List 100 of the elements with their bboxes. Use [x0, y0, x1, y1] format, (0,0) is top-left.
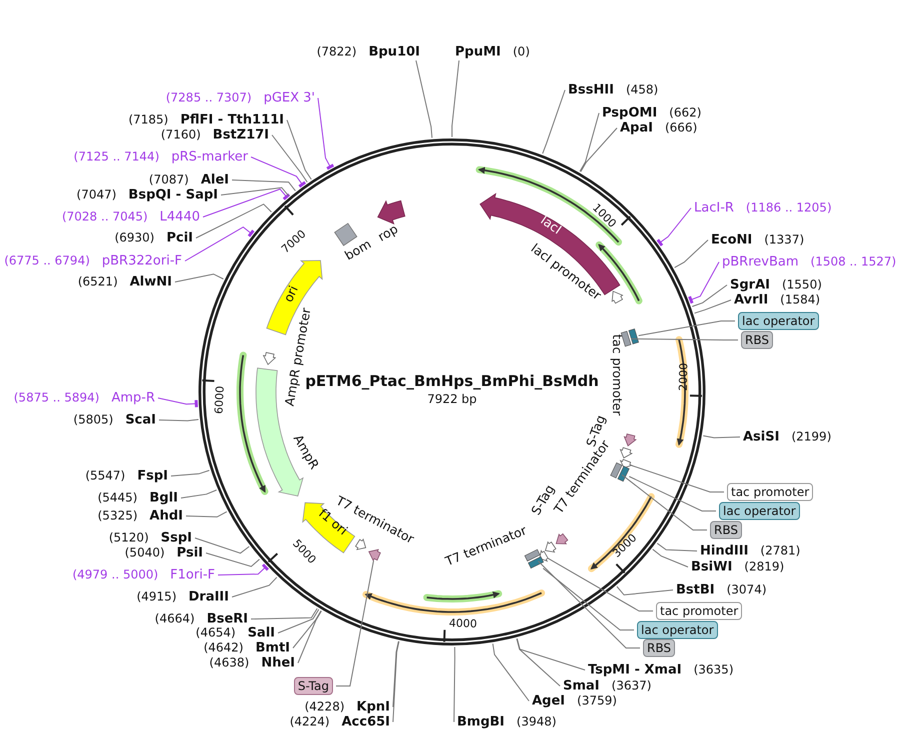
operator-tag: lac operator — [738, 312, 819, 330]
primer-name: LacI-R — [694, 202, 734, 216]
site-position: (0) — [512, 44, 530, 58]
operator-tag: lac operator — [719, 502, 800, 520]
leader-line — [580, 128, 618, 172]
site-position: (5040) — [124, 546, 165, 560]
scale-label: 2000 — [677, 362, 690, 392]
leader-line — [658, 208, 692, 244]
leader-line — [638, 320, 736, 336]
leader-line — [416, 60, 432, 138]
enzyme-name: AleI — [200, 174, 229, 188]
site-position: (662) — [669, 106, 702, 120]
enzyme-name: NheI — [261, 656, 295, 670]
enzyme-name: TspMI - XmaI — [588, 664, 682, 678]
enzyme-name: PflFI - Tth111I — [180, 114, 284, 128]
leader-line — [196, 204, 272, 238]
leader-line — [206, 552, 260, 568]
terminator-marker — [620, 447, 633, 458]
primer-range: (5875 .. 5894) — [14, 390, 100, 404]
primer-range: (7125 .. 7144) — [74, 150, 160, 164]
primer-range: (6775 .. 6794) — [4, 254, 90, 268]
site-position: (3759) — [577, 694, 617, 708]
leader-line — [186, 511, 228, 518]
binding-site-tag: RBS — [741, 331, 773, 349]
site-position: (5805) — [73, 412, 114, 426]
site-position: (7087) — [148, 172, 189, 186]
operator-icon — [628, 328, 639, 344]
leader-line — [689, 262, 720, 301]
enzyme-name: PciI — [166, 232, 193, 246]
leader-line — [170, 470, 210, 476]
enzyme-name: AlwNI — [130, 276, 172, 290]
enzyme-name: AsiSI — [743, 430, 780, 444]
leader-line — [298, 610, 322, 664]
site-position: (3637) — [612, 678, 652, 692]
enzyme-name: SmaI — [563, 680, 600, 694]
site-position: (4915) — [136, 590, 176, 604]
primer-name: pRS-marker — [171, 150, 248, 164]
leader-line — [158, 398, 198, 405]
plasmid-title: pETM6_Ptac_BmHps_BmPhi_BsMdh — [305, 374, 599, 388]
promoter-marker — [620, 458, 633, 468]
primer-name: Amp-R — [111, 392, 155, 406]
binding-site-icon — [524, 549, 540, 562]
enzyme-name: SalI — [248, 626, 275, 640]
operator-icon — [528, 556, 544, 569]
leader-line — [694, 300, 732, 314]
origin-label: ori — [281, 284, 301, 304]
site-position: (2199) — [791, 430, 832, 444]
leader-line — [250, 608, 318, 620]
primer-range: (1186 .. 1205) — [746, 200, 832, 214]
leader-line — [516, 638, 586, 670]
leader-line — [454, 646, 456, 722]
promoter-tag: tac promoter — [656, 602, 742, 620]
site-position: (5445) — [98, 490, 138, 504]
enzyme-name: BstBI — [676, 584, 715, 598]
enzyme-name: FspI — [137, 470, 168, 484]
leader-line — [542, 568, 634, 630]
tag-label: S-Tag — [294, 677, 333, 695]
operator-icon — [617, 466, 630, 482]
enzyme-name: ScaI — [125, 414, 156, 428]
terminator-marker — [544, 541, 556, 553]
enzyme-name: DraIII — [188, 590, 229, 604]
plasmid-size-caption: 7922 bp — [427, 392, 477, 406]
leader-line — [184, 226, 252, 262]
enzyme-name: KpnI — [356, 700, 390, 714]
promoter-marker — [262, 352, 276, 366]
leader-line — [516, 638, 560, 686]
enzyme-name: PspOMI — [602, 106, 658, 120]
leader-line — [542, 90, 566, 154]
leader-line — [630, 338, 738, 340]
leader-line — [628, 476, 716, 512]
leader-line — [174, 274, 224, 282]
site-position: (6930) — [114, 230, 154, 244]
enzyme-name: ApaI — [620, 122, 653, 136]
leader-line — [180, 490, 218, 498]
leader-line — [492, 643, 530, 702]
site-position: (4642) — [204, 640, 244, 654]
leader-line — [652, 548, 688, 568]
primer-name: pBR322ori-F — [102, 254, 182, 268]
binding-site-tag: RBS — [643, 639, 675, 657]
primer-name: F1ori-F — [170, 568, 215, 582]
site-position: (7185) — [128, 112, 168, 126]
leader-line — [692, 284, 728, 307]
site-position: (4224) — [290, 714, 330, 728]
enzyme-name: Acc65I — [342, 716, 390, 730]
primer-name: pGEX 3' — [264, 92, 315, 106]
enzyme-name: SspI — [160, 532, 192, 546]
site-position: (5547) — [85, 468, 126, 482]
site-position: (4638) — [209, 656, 250, 670]
enzyme-name: BssHII — [568, 84, 614, 98]
leader-line — [218, 566, 267, 576]
binding-site-tag: RBS — [710, 521, 742, 539]
leader-line — [392, 640, 400, 722]
primer-range: (7285 .. 7307) — [166, 90, 252, 104]
site-position: (4228) — [304, 700, 345, 714]
site-position: (2819) — [744, 560, 784, 574]
tag-marker — [556, 533, 568, 544]
leader-line — [318, 98, 332, 168]
site-position: (4664) — [154, 612, 195, 626]
site-position: (5325) — [98, 508, 138, 522]
leader-line — [250, 156, 304, 186]
